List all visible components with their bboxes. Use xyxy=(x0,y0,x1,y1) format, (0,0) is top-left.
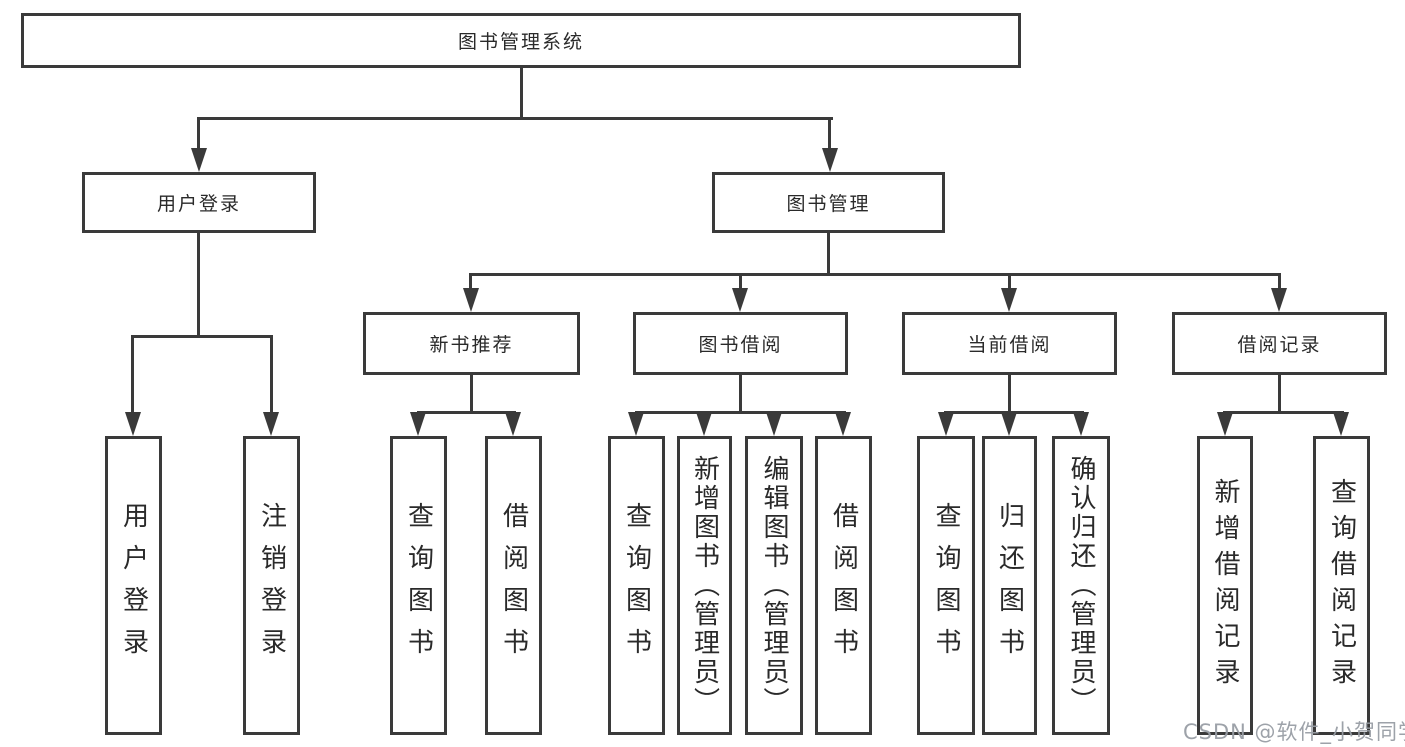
node-book-management: 图书管理 xyxy=(712,172,945,233)
arrowhead-down-icon xyxy=(938,412,954,436)
connector-module-stem xyxy=(1008,375,1011,411)
leaf-borrow-book-recommend-label: 借阅图书 xyxy=(498,501,529,670)
connector-drop-module xyxy=(739,273,742,288)
leaf-logout: 注销登录 xyxy=(243,436,300,735)
node-borrowing-records-label: 借阅记录 xyxy=(1237,334,1322,356)
node-new-book-recommend-label: 新书推荐 xyxy=(429,334,514,356)
connector-drop-module xyxy=(1278,273,1281,288)
node-library-system: 图书管理系统 xyxy=(21,13,1021,68)
connector-drop-module xyxy=(469,273,472,288)
leaf-query-book-borrowing-label: 查询图书 xyxy=(621,501,652,670)
arrowhead-down-icon xyxy=(1001,288,1017,312)
connector-module-stem xyxy=(470,375,473,411)
node-library-system-label: 图书管理系统 xyxy=(457,31,584,53)
connector-drop-user-login xyxy=(197,117,200,148)
connector-drop-module xyxy=(1008,273,1011,288)
leaf-add-book-admin-label: 新增图书（管理员） xyxy=(689,455,720,716)
node-user-login-label: 用户登录 xyxy=(156,193,241,215)
connector-module-branch xyxy=(635,411,846,414)
arrowhead-down-icon xyxy=(732,288,748,312)
node-book-borrowing: 图书借阅 xyxy=(633,312,848,375)
leaf-query-borrow-record: 查询借阅记录 xyxy=(1313,436,1370,735)
arrowhead-down-icon xyxy=(696,412,712,436)
leaf-query-book-borrowing: 查询图书 xyxy=(608,436,665,735)
leaf-borrow-book-borrowing-label: 借阅图书 xyxy=(828,501,859,670)
node-user-login: 用户登录 xyxy=(82,172,316,233)
leaf-return-book-label: 归还图书 xyxy=(994,501,1025,670)
arrowhead-down-icon xyxy=(263,412,279,436)
connector-module-branch xyxy=(1223,411,1344,414)
connector-book-mgmt-branch xyxy=(469,273,1281,276)
connector-drop-leaf xyxy=(270,335,273,412)
leaf-query-book-current-label: 查询图书 xyxy=(931,501,961,670)
arrowhead-down-icon xyxy=(505,412,521,436)
arrowhead-down-icon xyxy=(766,412,782,436)
arrowhead-down-icon xyxy=(1073,412,1089,436)
leaf-query-book-recommend: 查询图书 xyxy=(390,436,447,735)
connector-user-login-stem xyxy=(197,233,200,335)
arrowhead-down-icon xyxy=(822,148,838,172)
leaf-borrow-book-borrowing: 借阅图书 xyxy=(815,436,872,735)
leaf-add-borrow-record: 新增借阅记录 xyxy=(1197,436,1253,735)
connector-user-login-branch xyxy=(131,335,273,338)
leaf-confirm-return-admin-label: 确认归还（管理员） xyxy=(1066,455,1096,716)
arrowhead-down-icon xyxy=(125,412,141,436)
arrowhead-down-icon xyxy=(835,412,851,436)
connector-root-branch xyxy=(197,117,833,120)
leaf-user-login: 用户登录 xyxy=(105,436,162,735)
arrowhead-down-icon xyxy=(463,288,479,312)
watermark: CSDN @软件_小贺同学 xyxy=(1183,720,1405,744)
arrowhead-down-icon xyxy=(1001,412,1017,436)
leaf-edit-book-admin-label: 编辑图书（管理员） xyxy=(759,455,789,716)
leaf-user-login-label: 用户登录 xyxy=(118,501,149,670)
connector-root-stem xyxy=(520,68,523,117)
arrowhead-down-icon xyxy=(1217,412,1233,436)
node-current-borrowing-label: 当前借阅 xyxy=(967,334,1052,356)
leaf-add-book-admin: 新增图书（管理员） xyxy=(677,436,732,735)
arrowhead-down-icon xyxy=(410,412,426,436)
connector-book-mgmt-stem xyxy=(827,233,830,273)
connector-module-stem xyxy=(1278,375,1281,411)
node-book-borrowing-label: 图书借阅 xyxy=(698,334,783,356)
leaf-logout-label: 注销登录 xyxy=(256,501,287,670)
leaf-query-borrow-record-label: 查询借阅记录 xyxy=(1326,477,1357,694)
leaf-query-book-current: 查询图书 xyxy=(917,436,975,735)
leaf-add-borrow-record-label: 新增借阅记录 xyxy=(1210,477,1240,694)
arrowhead-down-icon xyxy=(1271,288,1287,312)
arrowhead-down-icon xyxy=(191,148,207,172)
connector-module-stem xyxy=(739,375,742,411)
arrowhead-down-icon xyxy=(628,412,644,436)
leaf-borrow-book-recommend: 借阅图书 xyxy=(485,436,542,735)
node-new-book-recommend: 新书推荐 xyxy=(363,312,580,375)
node-borrowing-records: 借阅记录 xyxy=(1172,312,1387,375)
node-current-borrowing: 当前借阅 xyxy=(902,312,1117,375)
connector-module-branch xyxy=(417,411,516,414)
leaf-edit-book-admin: 编辑图书（管理员） xyxy=(745,436,803,735)
connector-drop-book-mgmt xyxy=(828,117,831,148)
leaf-confirm-return-admin: 确认归还（管理员） xyxy=(1052,436,1110,735)
leaf-return-book: 归还图书 xyxy=(982,436,1037,735)
connector-drop-leaf xyxy=(131,335,134,412)
arrowhead-down-icon xyxy=(1333,412,1349,436)
leaf-query-book-recommend-label: 查询图书 xyxy=(403,501,434,670)
node-book-management-label: 图书管理 xyxy=(786,193,871,215)
